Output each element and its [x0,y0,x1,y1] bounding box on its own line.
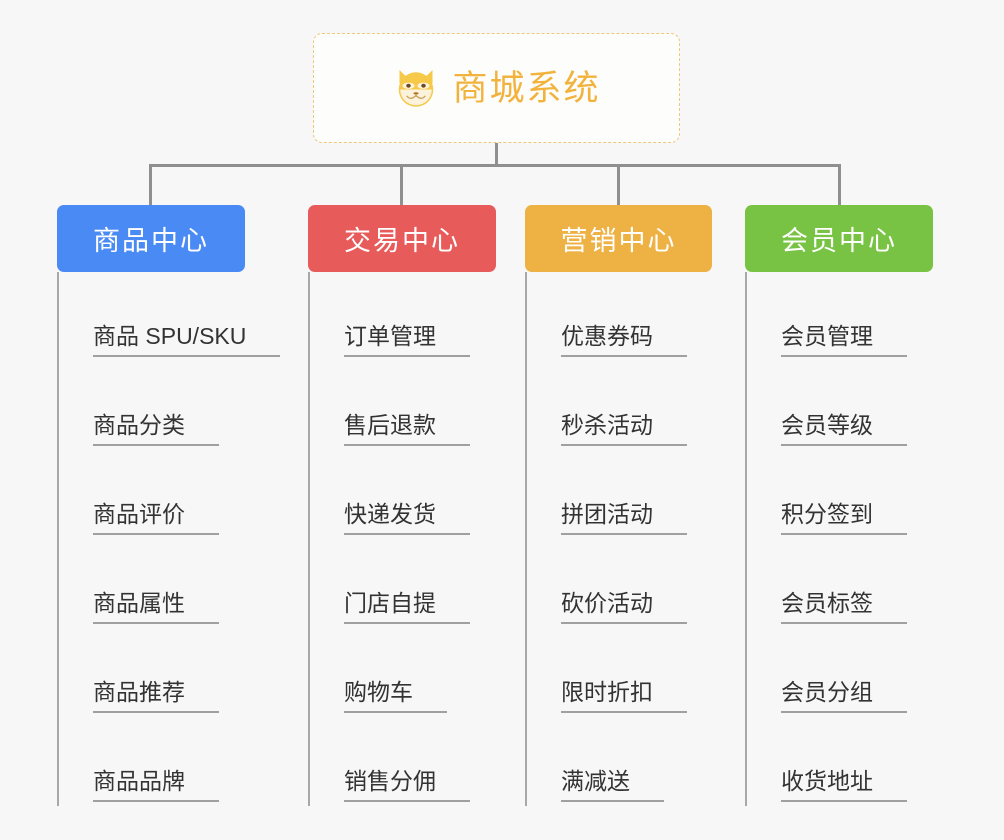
leaf-label: 会员分组 [781,679,907,713]
list-item[interactable]: 订单管理 [312,272,496,361]
leaf-label: 商品评价 [93,501,219,535]
list-item[interactable]: 门店自提 [312,539,496,628]
list-item[interactable]: 商品 SPU/SKU [61,272,281,361]
list-item[interactable]: 限时折扣 [529,628,712,717]
leaf-label: 订单管理 [344,323,470,357]
list-item[interactable]: 拼团活动 [529,450,712,539]
list-item[interactable]: 会员标签 [749,539,933,628]
leaf-label: 限时折扣 [561,679,687,713]
branch-header-marketing[interactable]: 营销中心 [525,205,712,272]
root-title: 商城系统 [452,68,601,108]
leaf-label: 砍价活动 [561,590,687,624]
leaf-label: 满减送 [561,768,664,802]
connector-drop-1 [149,164,152,207]
leaf-label: 商品 SPU/SKU [93,323,281,357]
connector-root-stem [495,143,498,166]
list-item[interactable]: 会员分组 [749,628,933,717]
connector-horizontal-bus [150,164,841,167]
leaf-label: 拼团活动 [561,501,687,535]
leaf-label: 商品属性 [93,590,219,624]
branch-header-label: 会员中心 [781,226,897,256]
leaf-label: 商品品牌 [93,768,219,802]
branch-column-product: 商品中心 商品 SPU/SKU 商品分类 商品评价 商品属性 商品推荐 商品品牌 [57,205,281,806]
branch-body-marketing: 优惠券码 秒杀活动 拼团活动 砍价活动 限时折扣 满减送 [525,272,712,806]
branch-header-member[interactable]: 会员中心 [745,205,933,272]
branch-header-label: 商品中心 [93,226,209,256]
list-item[interactable]: 商品属性 [61,539,280,628]
leaf-label: 优惠券码 [561,323,687,357]
list-item[interactable]: 积分签到 [749,450,933,539]
branch-body-member: 会员管理 会员等级 积分签到 会员标签 会员分组 收货地址 [745,272,933,806]
branch-header-label: 营销中心 [560,226,677,256]
connector-drop-3 [617,164,620,207]
branch-body-trade: 订单管理 售后退款 快递发货 门店自提 购物车 销售分佣 [308,272,496,806]
list-item[interactable]: 商品品牌 [61,717,280,806]
leaf-label: 会员标签 [781,590,907,624]
leaf-label: 销售分佣 [344,768,470,802]
leaf-label: 商品推荐 [93,679,219,713]
connector-drop-4 [838,164,841,207]
list-item[interactable]: 秒杀活动 [529,361,712,450]
list-item[interactable]: 满减送 [529,717,712,806]
branch-header-trade[interactable]: 交易中心 [308,205,496,272]
branch-header-label: 交易中心 [344,226,460,256]
list-item[interactable]: 收货地址 [749,717,933,806]
list-item[interactable]: 优惠券码 [529,272,712,361]
list-item[interactable]: 商品评价 [61,450,280,539]
leaf-label: 积分签到 [781,501,907,535]
branch-column-trade: 交易中心 订单管理 售后退款 快递发货 门店自提 购物车 销售分佣 [308,205,496,806]
leaf-label: 购物车 [344,679,447,713]
connector-drop-2 [400,164,403,207]
list-item[interactable]: 购物车 [312,628,496,717]
list-item[interactable]: 会员管理 [749,272,933,361]
leaf-label: 会员管理 [781,323,907,357]
leaf-label: 快递发货 [344,501,470,535]
list-item[interactable]: 会员等级 [749,361,933,450]
leaf-label: 收货地址 [781,768,907,802]
list-item[interactable]: 销售分佣 [312,717,496,806]
leaf-label: 秒杀活动 [561,412,687,446]
leaf-label: 售后退款 [344,412,470,446]
list-item[interactable]: 快递发货 [312,450,496,539]
shiba-dog-icon [392,64,440,112]
branch-column-member: 会员中心 会员管理 会员等级 积分签到 会员标签 会员分组 收货地址 [745,205,933,806]
leaf-label: 会员等级 [781,412,907,446]
branch-body-product: 商品 SPU/SKU 商品分类 商品评价 商品属性 商品推荐 商品品牌 [57,272,281,806]
list-item[interactable]: 商品推荐 [61,628,280,717]
leaf-label: 商品分类 [93,412,219,446]
list-item[interactable]: 商品分类 [61,361,280,450]
branch-column-marketing: 营销中心 优惠券码 秒杀活动 拼团活动 砍价活动 限时折扣 满减送 [525,205,712,806]
root-node[interactable]: 商城系统 [313,33,680,143]
branch-header-product[interactable]: 商品中心 [57,205,245,272]
leaf-label: 门店自提 [344,590,470,624]
list-item[interactable]: 砍价活动 [529,539,712,628]
list-item[interactable]: 售后退款 [312,361,496,450]
